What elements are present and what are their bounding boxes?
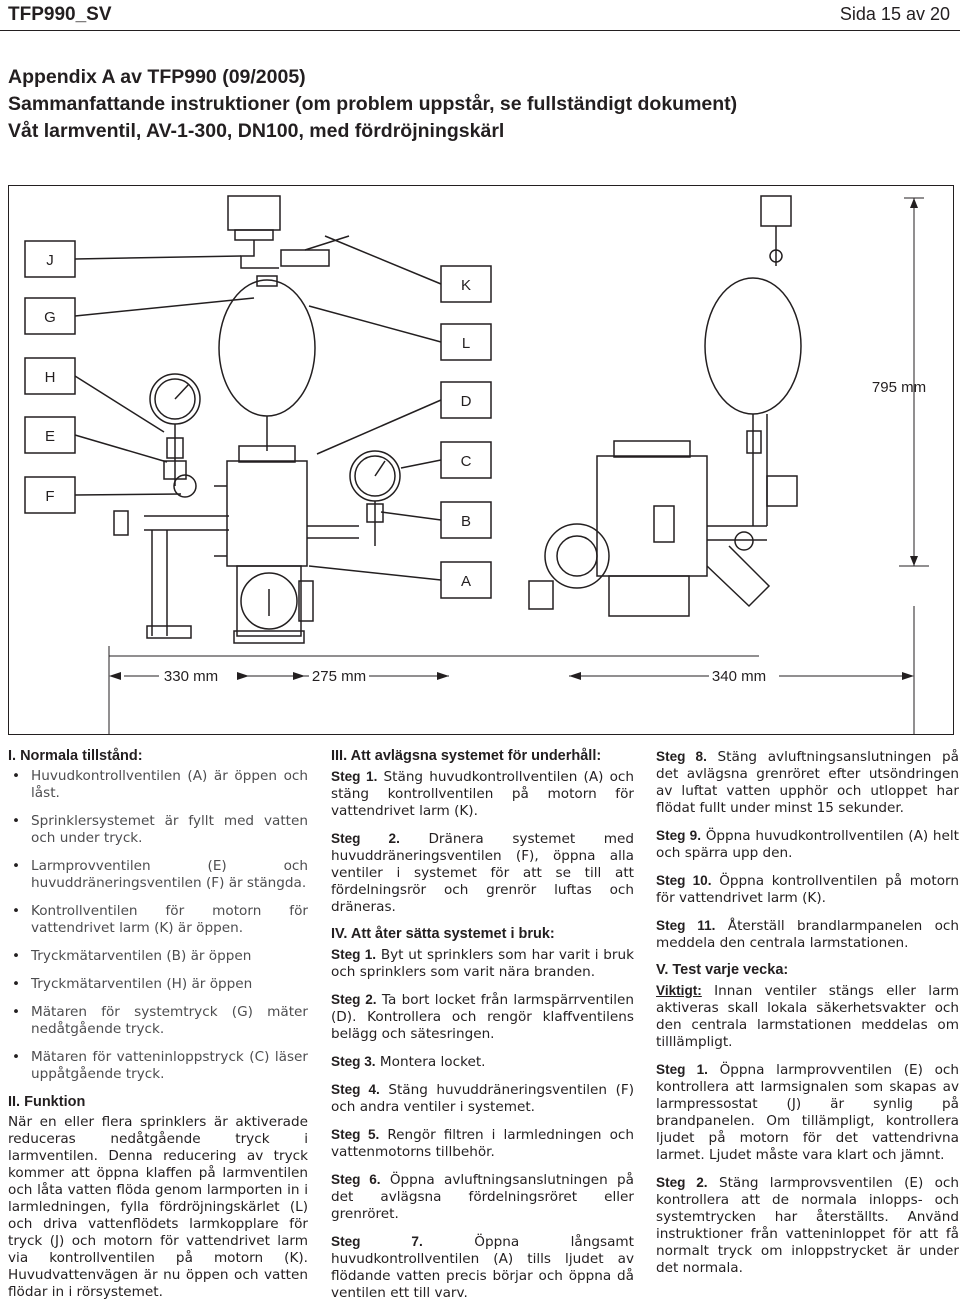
height-dimension: 795 mm [872, 379, 926, 396]
step-item: Steg 4. Stäng huvuddräneringsventilen (F… [331, 1081, 634, 1116]
step-item: Steg 2. Ta bort locket från larmspärrven… [331, 991, 634, 1043]
valve-diagram-figure: J G H E F K L D C B A 795 mm 330 mm 275 … [8, 185, 954, 735]
section-function-title: II. Funktion [8, 1094, 86, 1110]
step-item: Steg 2. Dränera systemet med huvuddräner… [331, 830, 634, 916]
section-restore-title: IV. Att åter sätta systemet i bruk: [331, 926, 555, 942]
list-item: Tryckmätarventilen (B) är öppen [8, 948, 308, 965]
step-number: Steg 10. [656, 873, 712, 888]
pressure-switch-j [227, 195, 281, 231]
label-a: A [461, 573, 471, 590]
step-text: Öppna långsamt huvudkontrollventilen (A)… [331, 1234, 634, 1301]
pressure-switch-right [760, 195, 792, 227]
step-number: Steg 2. [331, 992, 377, 1007]
step-item: Steg 11. Återställ brandlarmpanelen och … [656, 917, 959, 952]
step-number: Steg 2. [656, 1175, 708, 1190]
step-text: Byt ut sprinklers som har varit i bruk o… [331, 947, 634, 980]
section-normal-title: I. Normala tillstånd: [8, 748, 143, 764]
list-item: Tryckmätarventilen (H) är öppen [8, 976, 308, 993]
alarm-valve-body-left [226, 460, 308, 567]
list-item: Sprinklersystemet är fyllt med vatten oc… [8, 813, 308, 847]
step-text: Dränera systemet med huvuddräneringsvent… [331, 831, 635, 915]
label-j: J [46, 252, 54, 269]
label-h: H [45, 369, 56, 386]
step-item: Steg 3. Montera locket. [331, 1053, 634, 1071]
alarm-valve-body-right [596, 455, 708, 577]
step-text: Stäng larmprovsventilen (E) och kontroll… [656, 1175, 960, 1276]
title-line-2: Sammanfattande instruktioner (om problem… [8, 93, 738, 115]
step-item: Steg 5. Rengör filtren i larmledningen o… [331, 1126, 634, 1161]
important-label: Viktigt: [656, 983, 702, 998]
label-k: K [461, 277, 471, 294]
step-text: Återställ brandlarmpanelen och meddela d… [656, 918, 959, 951]
step-item: Steg 1. Stäng huvudkontrollventilen (A) … [331, 768, 634, 820]
label-l: L [462, 335, 470, 352]
step-text: Rengör filtren i larmledningen och vatte… [331, 1127, 634, 1160]
retard-chamber-l [218, 279, 316, 417]
page-title: Appendix A av TFP990 (09/2005) Sammanfat… [8, 64, 948, 145]
column-2: III. Att avlägsna systemet för underhåll… [331, 748, 634, 1312]
step-text: Öppna larmprovventilen (E) och kontrolle… [656, 1062, 959, 1163]
list-item: Kontrollventilen för motorn för vattendr… [8, 903, 308, 937]
column-1: I. Normala tillstånd: Huvudkontrollventi… [8, 748, 308, 1310]
list-item: Mätaren för vatteninloppstryck (C) läser… [8, 1049, 308, 1083]
header-rule [0, 30, 960, 31]
step-number: Steg 8. [656, 749, 707, 764]
label-d: D [461, 393, 472, 410]
step-text: Öppna huvudkontrollventilen (A) helt och… [656, 828, 960, 861]
step-text: Öppna avluftningsanslutningen på det avl… [331, 1172, 635, 1222]
step-text: Stäng huvudkontrollventilen (A) och stän… [331, 769, 634, 819]
step-number: Steg 5. [331, 1127, 380, 1142]
step-item: Steg 2. Stäng larmprovsventilen (E) och … [656, 1174, 959, 1277]
width-dimension-2: 275 mm [312, 668, 366, 685]
step-item: Steg 7. Öppna långsamt huvudkontrollvent… [331, 1233, 634, 1302]
list-item: Mätaren för systemtryck (G) mäter nedåtg… [8, 1004, 308, 1038]
label-e: E [45, 428, 55, 445]
step-item: Steg 1. Öppna larmprovventilen (E) och k… [656, 1061, 959, 1164]
step-number: Steg 11. [656, 918, 716, 933]
step-number: Steg 1. [331, 769, 378, 784]
motor-control-valve-k [280, 249, 330, 267]
step-item: Steg 10. Öppna kontrollventilen på motor… [656, 872, 959, 907]
step-number: Steg 2. [331, 831, 400, 846]
width-dimension-1: 330 mm [164, 668, 218, 685]
section-weekly-test-title: V. Test varje vecka: [656, 962, 789, 978]
step-number: Steg 9. [656, 828, 701, 843]
label-c: C [461, 453, 472, 470]
title-line-3: Våt larmventil, AV-1-300, DN100, med för… [8, 120, 505, 142]
step-text: Stäng huvuddräneringsventilen (F) och an… [331, 1082, 635, 1115]
page-number: Sida 15 av 20 [839, 4, 950, 24]
step-number: Steg 3. [331, 1054, 376, 1069]
step-number: Steg 6. [331, 1172, 381, 1187]
important-note: Viktigt: Innan ventiler stängs eller lar… [656, 982, 959, 1051]
step-number: Steg 1. [656, 1062, 708, 1077]
label-f: F [45, 488, 54, 505]
step-number: Steg 4. [331, 1082, 380, 1097]
step-text: Stäng avluftningsanslutningen på det avl… [656, 749, 960, 816]
section-function-text: När en eller flera sprinklers är aktiver… [8, 1114, 308, 1300]
section-maintenance-title: III. Att avlägsna systemet för underhåll… [331, 748, 602, 764]
main-control-valve-a [240, 572, 298, 630]
list-item: Larmprovventilen (E) och huvuddränerings… [8, 858, 308, 892]
step-text: Ta bort locket från larmspärrventilen (D… [331, 992, 634, 1042]
step-item: Steg 9. Öppna huvudkontrollventilen (A) … [656, 827, 959, 862]
title-line-1: Appendix A av TFP990 (09/2005) [8, 66, 306, 88]
label-g: G [44, 309, 56, 326]
step-item: Steg 6. Öppna avluftningsanslutningen på… [331, 1171, 634, 1223]
width-dimension-3: 340 mm [712, 668, 766, 685]
step-item: Steg 8. Stäng avluftningsanslutningen på… [656, 748, 959, 817]
retard-chamber-right [704, 277, 802, 415]
step-item: Steg 1. Byt ut sprinklers som har varit … [331, 946, 634, 981]
step-number: Steg 7. [331, 1234, 423, 1249]
step-text: Montera locket. [379, 1054, 486, 1070]
document-id: TFP990_SV [8, 4, 112, 25]
valve-assembly-drawing: J G H E F K L D C B A 795 mm 330 mm 275 … [24, 195, 929, 734]
step-number: Steg 1. [331, 947, 377, 962]
column-3: Steg 8. Stäng avluftningsanslutningen på… [656, 748, 959, 1287]
list-item: Huvudkontrollventilen (A) är öppen och l… [8, 768, 308, 802]
label-b: B [461, 513, 471, 530]
step-text: Öppna kontrollventilen på motorn för vat… [656, 873, 959, 906]
important-text: Innan ventiler stängs eller larm aktiver… [656, 983, 959, 1050]
